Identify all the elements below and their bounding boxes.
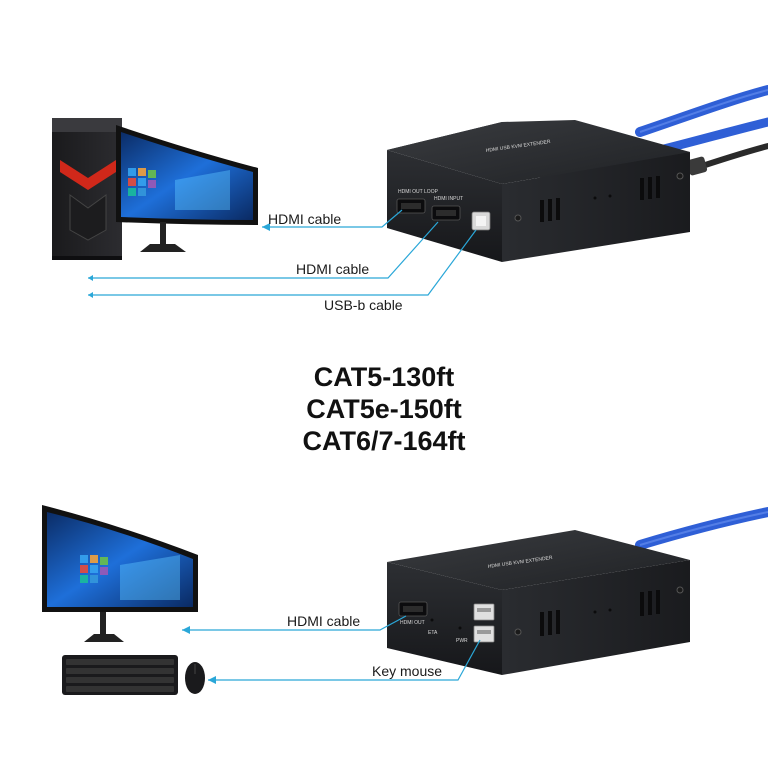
keymouse-cable-label: Key mouse bbox=[372, 663, 442, 679]
hdmi-in-port bbox=[431, 205, 461, 221]
side-vents-bottom bbox=[514, 586, 684, 636]
side-vents bbox=[514, 172, 684, 222]
network-cable-top bbox=[635, 85, 768, 176]
usb-b-port bbox=[471, 211, 491, 231]
eta-port-label: ETA bbox=[428, 630, 438, 636]
distance-cat6-7: CAT6/7-164ft bbox=[302, 426, 465, 456]
hdmi-out-port-bottom bbox=[398, 601, 428, 617]
hdmi-in-cable-label: HDMI cable bbox=[296, 261, 369, 277]
distance-cat5: CAT5-130ft bbox=[314, 362, 455, 392]
hdmi-in-port-label: HDMI INPUT bbox=[434, 196, 463, 202]
usb-b-cable-label: USB-b cable bbox=[324, 297, 403, 313]
pc-tower bbox=[52, 118, 122, 260]
distance-cat5e: CAT5e-150ft bbox=[306, 394, 462, 424]
hdmi-out-cable-label: HDMI cable bbox=[268, 211, 341, 227]
kvm-extender-receiver: HDMI USB KVM EXTENDER HDMI OUT ETA PWR bbox=[387, 530, 690, 675]
pwr-port-label: PWR bbox=[456, 638, 468, 644]
hdmi-out-port bbox=[396, 198, 426, 214]
mouse bbox=[185, 662, 205, 694]
keyboard bbox=[62, 655, 178, 695]
bottom-wires bbox=[182, 615, 481, 684]
network-cable-bottom bbox=[635, 507, 768, 550]
usb-a-ports bbox=[473, 603, 495, 643]
kvm-extender-transmitter: HDMI USB KVM EXTENDER HDMI OUT LOOP HDMI… bbox=[387, 120, 690, 262]
hdmi-out-port-label: HDMI OUT LOOP bbox=[398, 189, 439, 195]
monitor-bottom bbox=[42, 505, 198, 642]
monitor-top bbox=[116, 125, 258, 252]
top-wires bbox=[88, 209, 477, 298]
hdmi-out-port-bottom-label: HDMI OUT bbox=[400, 620, 425, 626]
hdmi-cable-bottom-label: HDMI cable bbox=[287, 613, 360, 629]
